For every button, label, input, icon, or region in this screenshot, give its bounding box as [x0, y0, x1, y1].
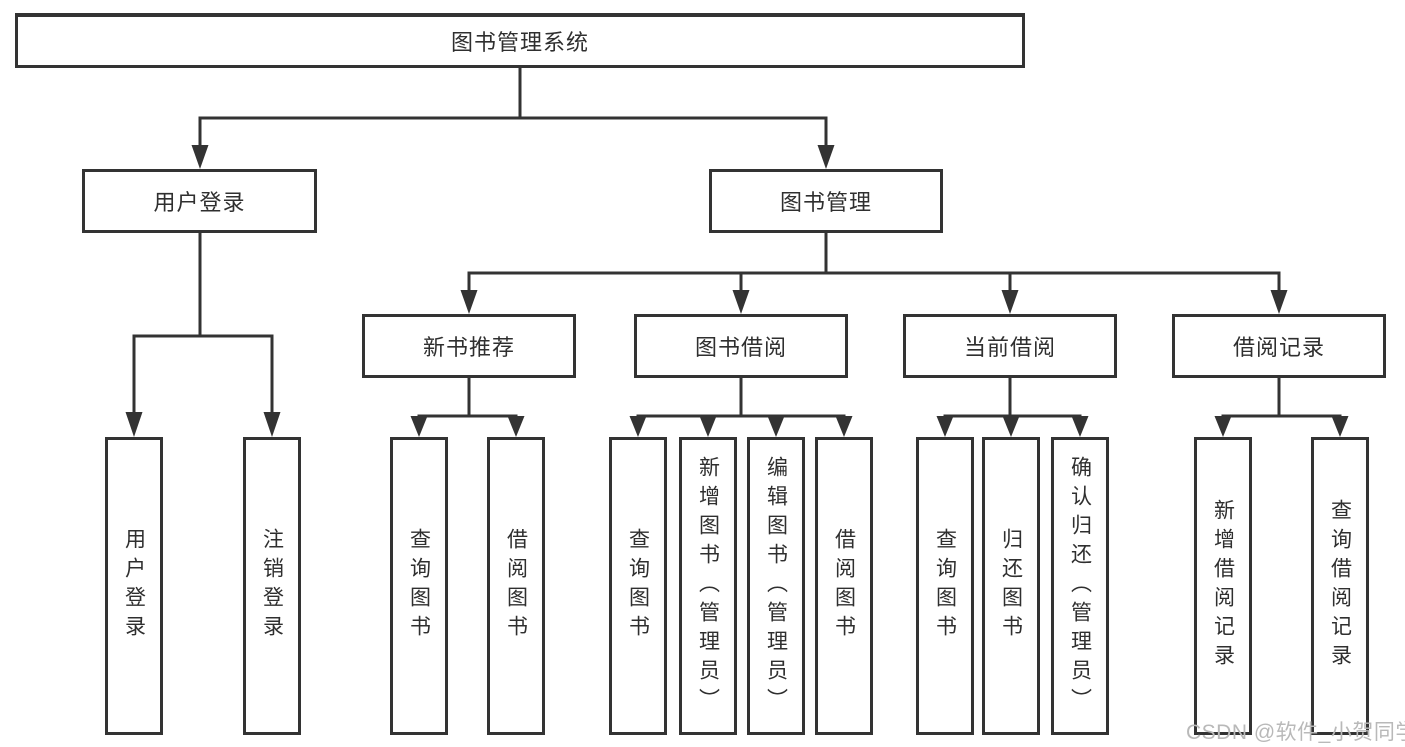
node-confirm-return-admin-label: 确认归还（管理员） — [1068, 455, 1092, 717]
node-book-management: 图书管理 — [709, 169, 943, 233]
node-query-books-1-label: 查询图书 — [407, 528, 431, 644]
node-book-borrowing: 图书借阅 — [634, 314, 848, 378]
node-borrow-books-1: 借阅图书 — [487, 437, 545, 735]
node-user-login-label: 用户登录 — [122, 528, 146, 644]
watermark-text: CSDN @软件_小贺同学 — [1186, 721, 1405, 744]
node-logout-label: 注销登录 — [260, 528, 284, 644]
node-add-borrow-record-label: 新增借阅记录 — [1211, 499, 1235, 673]
node-query-books-3-label: 查询图书 — [933, 528, 957, 644]
node-library-system: 图书管理系统 — [15, 13, 1025, 68]
node-current-borrowing-label: 当前借阅 — [963, 335, 1056, 360]
node-return-book-label: 归还图书 — [999, 528, 1023, 644]
node-add-borrow-record: 新增借阅记录 — [1194, 437, 1252, 735]
node-query-books-2: 查询图书 — [609, 437, 667, 735]
node-edit-book-admin-label: 编辑图书（管理员） — [764, 455, 788, 717]
node-user-login-module-label: 用户登录 — [153, 190, 246, 215]
node-new-book-recommendation-label: 新书推荐 — [422, 335, 515, 360]
node-add-book-admin-label: 新增图书（管理员） — [696, 455, 720, 717]
watermark: CSDN @软件_小贺同学 — [1186, 716, 1405, 746]
node-new-book-recommendation: 新书推荐 — [362, 314, 576, 378]
node-borrowing-records: 借阅记录 — [1172, 314, 1386, 378]
node-library-system-label: 图书管理系统 — [450, 30, 589, 55]
node-borrow-books-1-label: 借阅图书 — [504, 528, 528, 644]
node-edit-book-admin: 编辑图书（管理员） — [747, 437, 805, 735]
node-add-book-admin: 新增图书（管理员） — [679, 437, 737, 735]
node-current-borrowing: 当前借阅 — [903, 314, 1117, 378]
node-borrowing-records-label: 借阅记录 — [1232, 335, 1325, 360]
node-borrow-books-2-label: 借阅图书 — [832, 528, 856, 644]
node-user-login-module: 用户登录 — [82, 169, 317, 233]
node-user-login: 用户登录 — [105, 437, 163, 735]
node-borrow-books-2: 借阅图书 — [815, 437, 873, 735]
node-book-management-label: 图书管理 — [779, 190, 872, 215]
connector-arrowheads — [125, 145, 1349, 437]
node-query-books-2-label: 查询图书 — [626, 528, 650, 644]
node-query-borrow-record: 查询借阅记录 — [1311, 437, 1369, 735]
node-query-books-3: 查询图书 — [916, 437, 974, 735]
node-confirm-return-admin: 确认归还（管理员） — [1051, 437, 1109, 735]
node-logout: 注销登录 — [243, 437, 301, 735]
node-query-books-1: 查询图书 — [390, 437, 448, 735]
node-return-book: 归还图书 — [982, 437, 1040, 735]
node-query-borrow-record-label: 查询借阅记录 — [1328, 499, 1352, 673]
node-book-borrowing-label: 图书借阅 — [694, 335, 787, 360]
